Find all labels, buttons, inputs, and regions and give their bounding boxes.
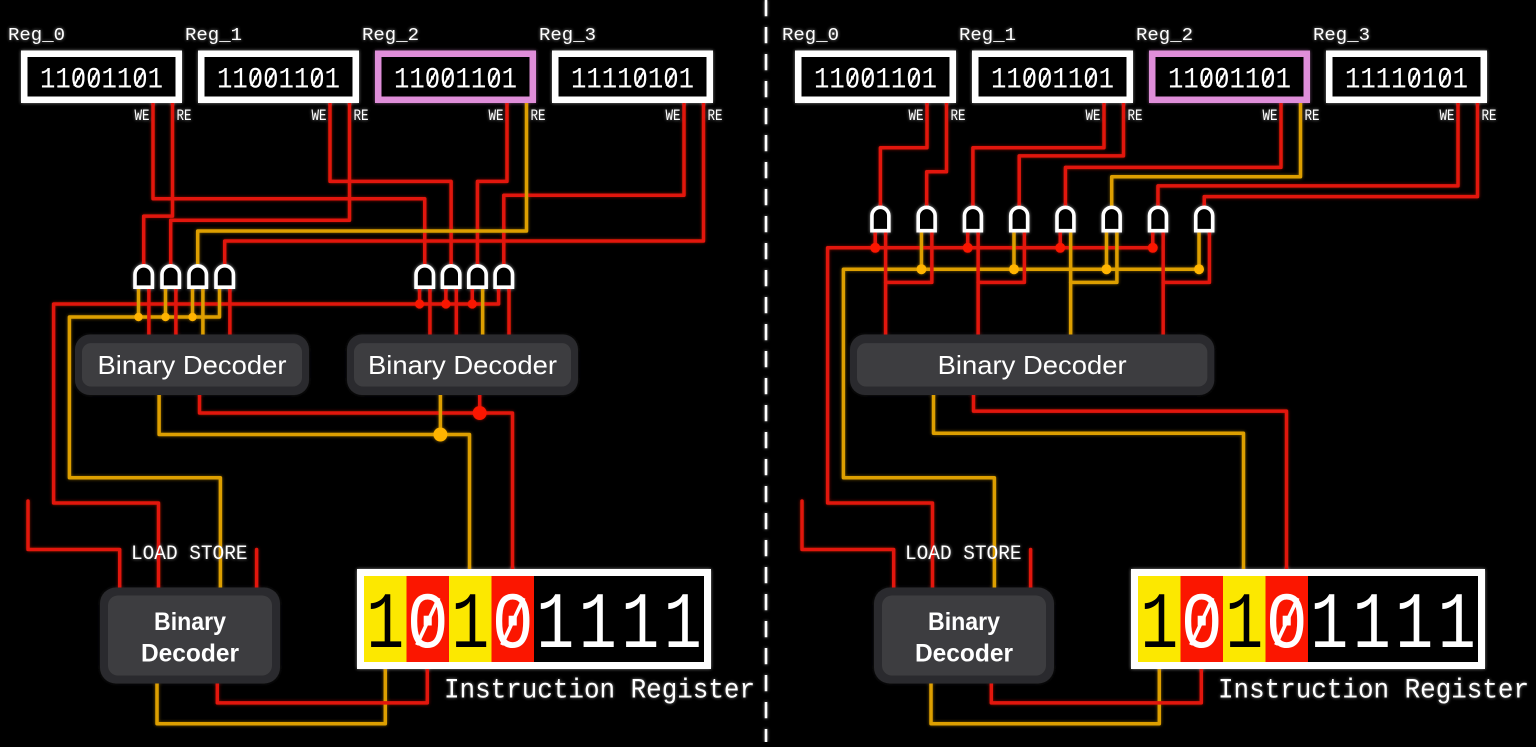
svg-text:RE: RE xyxy=(531,107,546,125)
svg-text:Decoder: Decoder xyxy=(141,640,239,668)
svg-text:Binary Decoder: Binary Decoder xyxy=(368,350,557,380)
svg-text:1: 1 xyxy=(451,581,489,672)
svg-text:1: 1 xyxy=(1310,581,1348,672)
svg-text:Reg_3: Reg_3 xyxy=(539,26,596,46)
svg-text:WE: WE xyxy=(1086,107,1101,125)
svg-text:RE: RE xyxy=(708,107,723,125)
svg-text:WE: WE xyxy=(1440,107,1455,125)
svg-text:11110101: 11110101 xyxy=(1345,62,1468,96)
svg-text:WE: WE xyxy=(135,107,150,125)
svg-text:0: 0 xyxy=(1181,581,1223,672)
svg-text:1: 1 xyxy=(664,581,702,672)
svg-text:1: 1 xyxy=(536,581,574,672)
svg-text:0: 0 xyxy=(407,581,449,672)
svg-text:RE: RE xyxy=(1305,107,1320,125)
svg-text:RE: RE xyxy=(1482,107,1497,125)
svg-text:Instruction Register: Instruction Register xyxy=(1218,676,1529,707)
svg-text:11110101: 11110101 xyxy=(571,62,694,96)
svg-text:WE: WE xyxy=(312,107,327,125)
svg-text:11001101: 11001101 xyxy=(217,62,340,96)
svg-text:Binary: Binary xyxy=(928,608,1000,636)
svg-text:Instruction Register: Instruction Register xyxy=(444,676,755,707)
svg-text:Reg_1: Reg_1 xyxy=(959,26,1016,46)
svg-text:Reg_3: Reg_3 xyxy=(1313,26,1370,46)
svg-text:Binary Decoder: Binary Decoder xyxy=(938,350,1127,380)
svg-text:WE: WE xyxy=(909,107,924,125)
svg-text:11001101: 11001101 xyxy=(814,62,937,96)
svg-text:0: 0 xyxy=(492,581,534,672)
svg-text:Reg_1: Reg_1 xyxy=(185,26,242,46)
svg-text:WE: WE xyxy=(1263,107,1278,125)
svg-text:RE: RE xyxy=(354,107,369,125)
svg-text:Reg_0: Reg_0 xyxy=(8,26,65,46)
svg-text:0: 0 xyxy=(1266,581,1308,672)
svg-text:LOAD STORE: LOAD STORE xyxy=(905,543,1022,566)
svg-text:1: 1 xyxy=(1395,581,1433,672)
svg-text:LOAD STORE: LOAD STORE xyxy=(131,543,248,566)
svg-text:11001101: 11001101 xyxy=(394,62,517,96)
svg-text:1: 1 xyxy=(621,581,659,672)
svg-text:RE: RE xyxy=(951,107,966,125)
svg-text:1: 1 xyxy=(1353,581,1391,672)
svg-text:Binary: Binary xyxy=(154,608,226,636)
svg-text:WE: WE xyxy=(489,107,504,125)
svg-text:RE: RE xyxy=(177,107,192,125)
svg-text:RE: RE xyxy=(1128,107,1143,125)
svg-text:1: 1 xyxy=(579,581,617,672)
svg-text:11001101: 11001101 xyxy=(40,62,163,96)
svg-text:11001101: 11001101 xyxy=(1168,62,1291,96)
svg-text:1: 1 xyxy=(1225,581,1263,672)
svg-text:1: 1 xyxy=(1438,581,1476,672)
svg-text:1: 1 xyxy=(366,581,404,672)
svg-text:Decoder: Decoder xyxy=(915,640,1013,668)
svg-text:Binary Decoder: Binary Decoder xyxy=(98,350,287,380)
svg-text:1: 1 xyxy=(1140,581,1178,672)
svg-text:WE: WE xyxy=(666,107,681,125)
svg-text:Reg_2: Reg_2 xyxy=(1136,26,1193,46)
svg-text:Reg_0: Reg_0 xyxy=(782,26,839,46)
svg-text:Reg_2: Reg_2 xyxy=(362,26,419,46)
svg-text:11001101: 11001101 xyxy=(991,62,1114,96)
